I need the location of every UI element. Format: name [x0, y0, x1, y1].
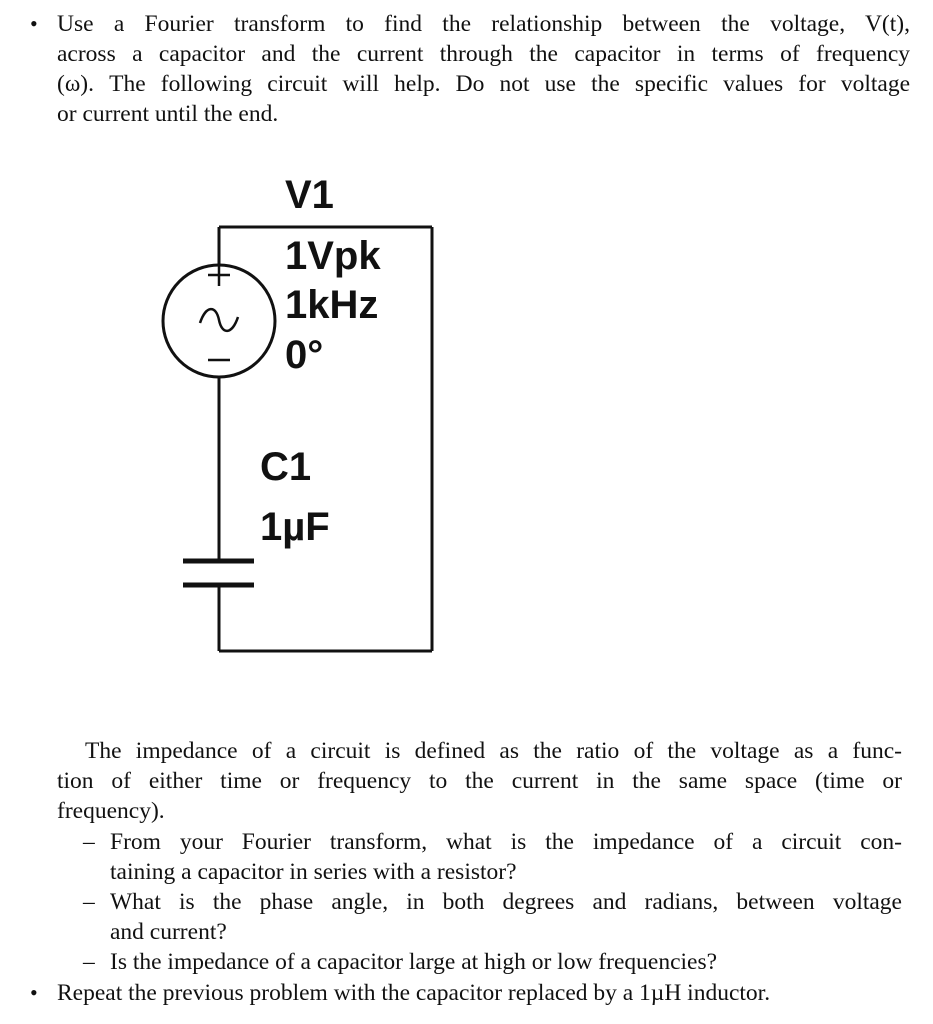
source-phase-label: 0° — [285, 333, 323, 377]
sub-question-3: – Is the impedance of a capacitor large … — [83, 947, 902, 977]
paragraph-line-3: frequency). — [57, 798, 165, 824]
sub-question-1-line-2: taining a capacitor in series with a res… — [110, 859, 517, 885]
problem-1-text: Use a Fourier transform to find the rela… — [57, 9, 910, 129]
impedance-paragraph: The impedance of a circuit is defined as… — [57, 736, 902, 826]
capacitor-value-label: 1µF — [260, 505, 330, 549]
dash-marker: – — [83, 829, 95, 855]
problem-2-line-1: Repeat the previous problem with the cap… — [57, 980, 771, 1006]
bullet-marker: • — [30, 980, 38, 1005]
sub-question-2-line-2: and current? — [110, 919, 227, 945]
sub-question-2-line-1: What is the phase angle, in both degrees… — [110, 889, 902, 915]
circuit-diagram: V1 1Vpk 1kHz 0° C1 1µF — [161, 173, 434, 653]
bullet-marker: • — [30, 11, 38, 36]
problem-2-item: • Repeat the previous problem with the c… — [30, 978, 910, 1008]
tilde-icon — [198, 307, 240, 333]
problem-2-text: Repeat the previous problem with the cap… — [57, 978, 910, 1008]
source-frequency-label: 1kHz — [285, 283, 378, 327]
dash-marker: – — [83, 889, 95, 915]
sub-question-1-line-1: From your Fourier transform, what is the… — [110, 829, 902, 855]
problem-1-line-4: or current until the end. — [57, 101, 279, 127]
source-name-label: V1 — [285, 173, 334, 217]
sub-question-2-text: What is the phase angle, in both degrees… — [110, 887, 902, 947]
source-amplitude-label: 1Vpk — [285, 234, 381, 278]
paragraph-line-2: tion of either time or frequency to the … — [57, 768, 902, 794]
paragraph-line-1: The impedance of a circuit is defined as… — [85, 738, 902, 764]
sub-question-3-line-1: Is the impedance of a capacitor large at… — [110, 949, 718, 975]
problem-1-line-3: (ω). The following circuit will help. Do… — [57, 71, 910, 97]
sub-question-1: – From your Fourier transform, what is t… — [83, 827, 902, 887]
sub-question-3-text: Is the impedance of a capacitor large at… — [110, 947, 902, 977]
sub-question-2: – What is the phase angle, in both degre… — [83, 887, 902, 947]
capacitor-name-label: C1 — [260, 445, 311, 489]
dash-marker: – — [83, 949, 95, 975]
sub-question-1-text: From your Fourier transform, what is the… — [110, 827, 902, 887]
problem-1-line-1: Use a Fourier transform to find the rela… — [57, 11, 910, 37]
problem-1-item: • Use a Fourier transform to find the re… — [30, 9, 910, 129]
problem-1-line-2: across a capacitor and the current throu… — [57, 41, 910, 67]
